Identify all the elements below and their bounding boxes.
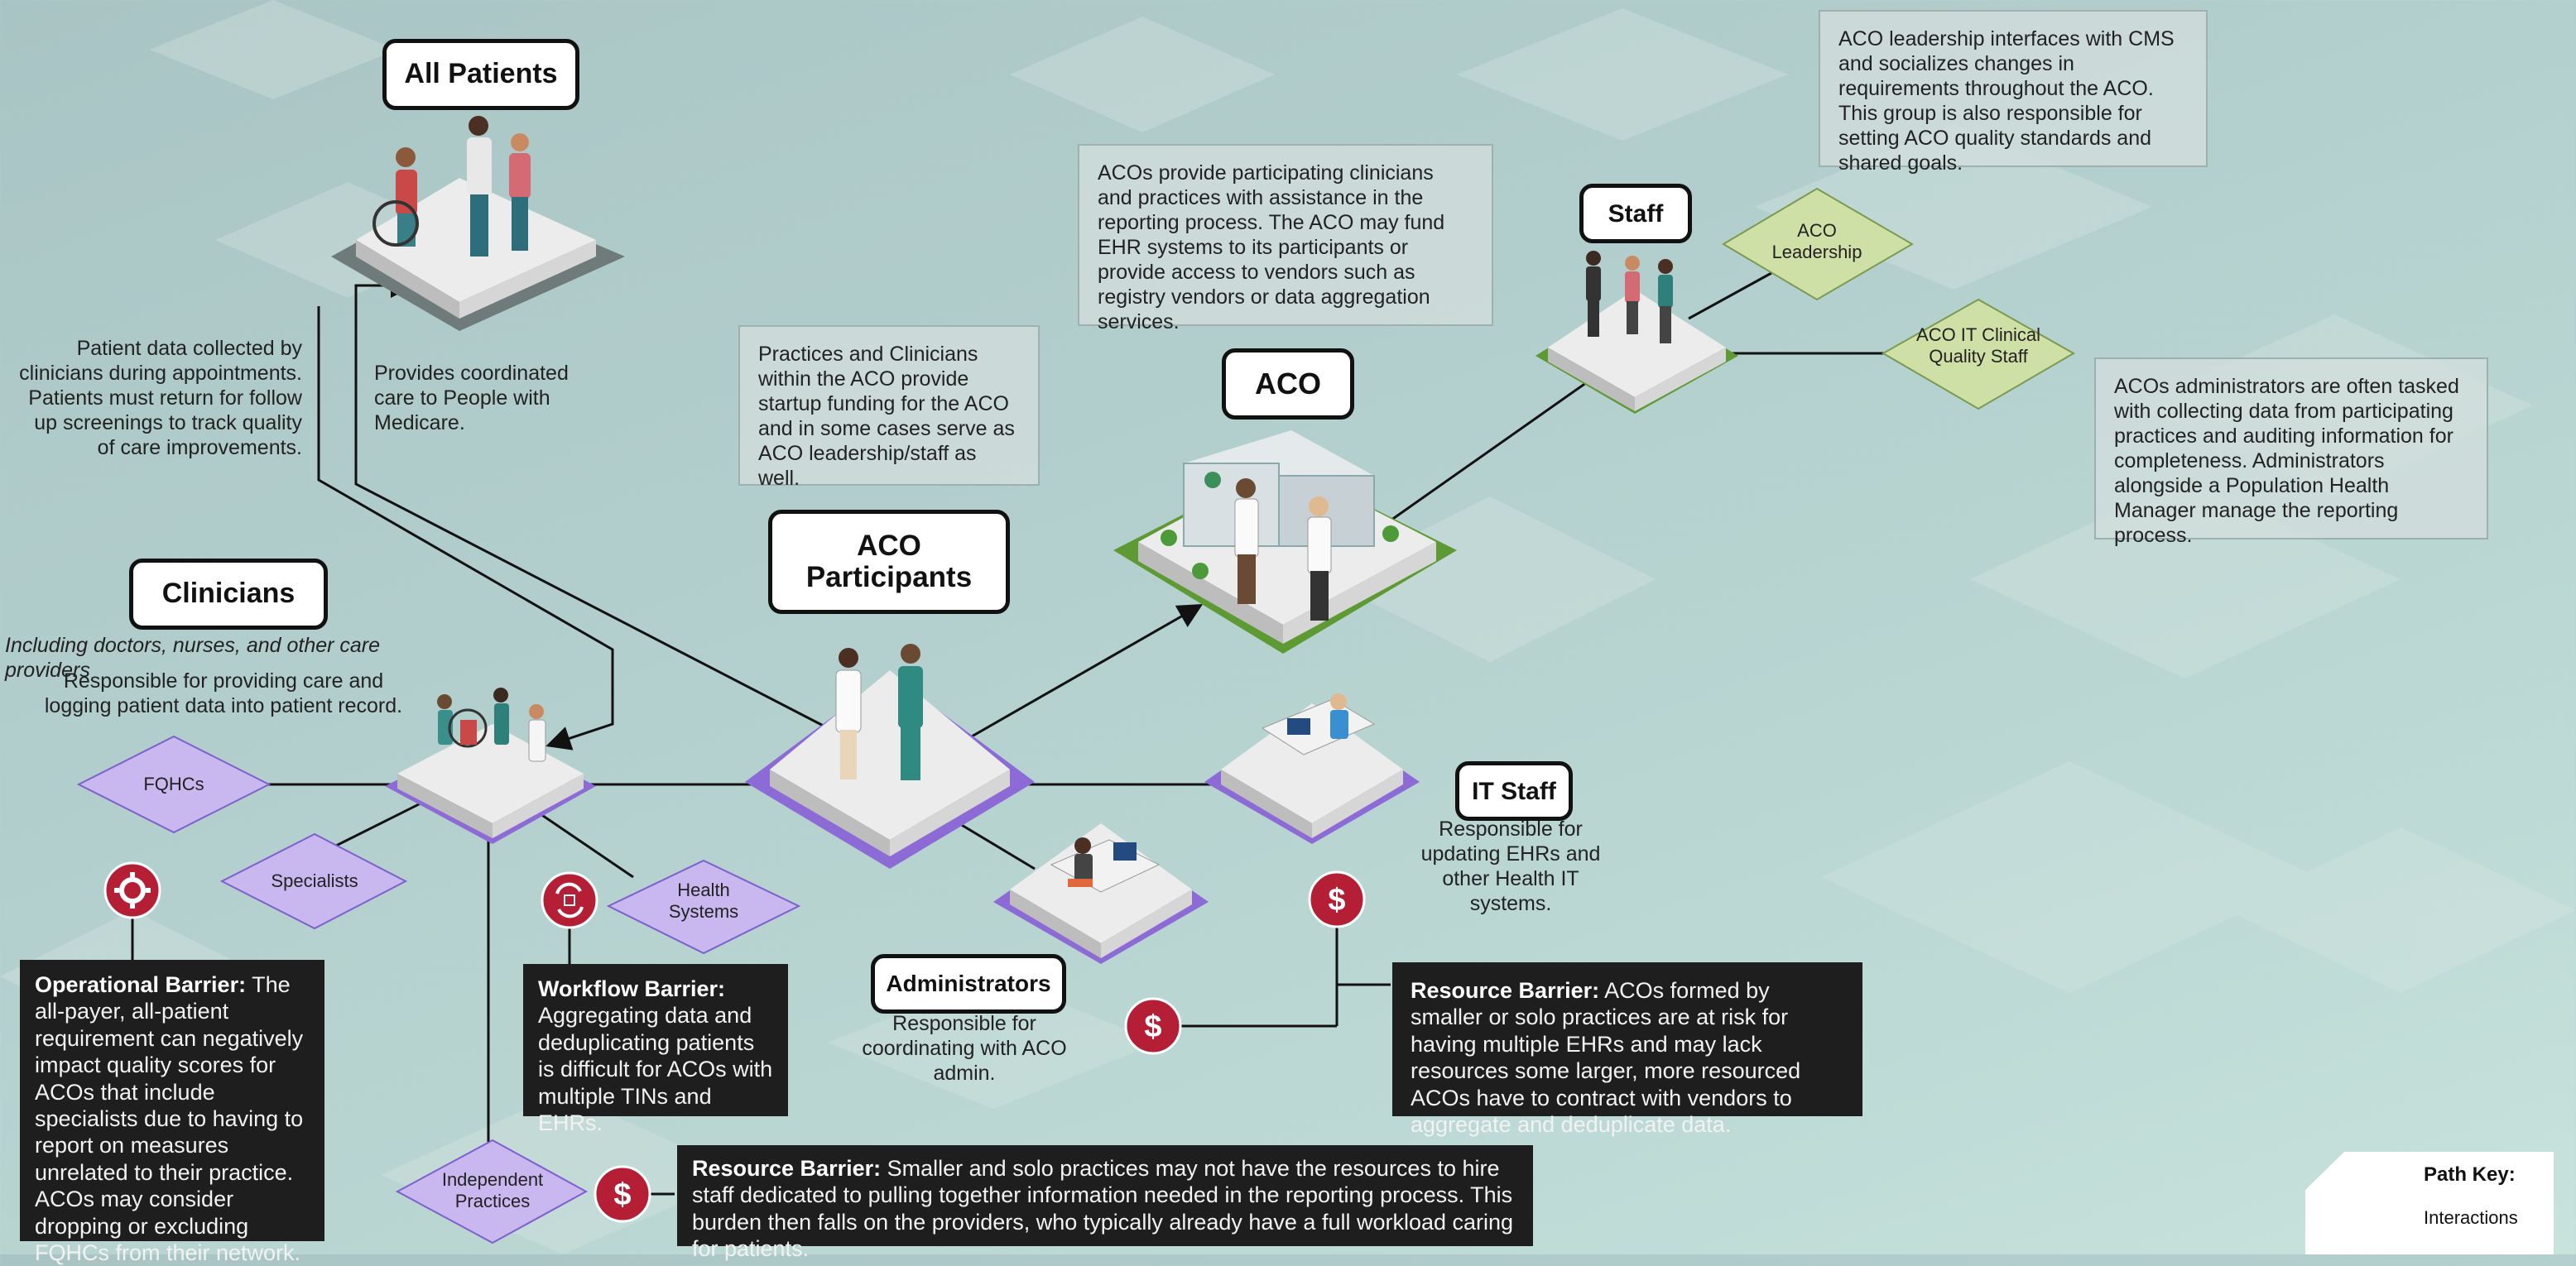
barrier-resource-aco-title: Resource Barrier: (1411, 978, 1600, 1003)
diamond-shapes (76, 735, 801, 1244)
dollar-icon: $ (1308, 870, 1366, 928)
title-aco-participants: ACO Participants (768, 510, 1010, 614)
diamond-health-systems (606, 859, 801, 955)
caption-patient-data: Patient data collected by clinicians dur… (19, 337, 302, 459)
it-staff-desk (1261, 693, 1376, 755)
platform-aco-participants (745, 670, 1035, 869)
caption-clinicians-italic: Including doctors, nurses, and other car… (5, 634, 381, 682)
leadership-diamonds (1722, 187, 2076, 410)
diamond-label-specialists: Specialists (271, 870, 358, 891)
title-staff: Staff (1579, 184, 1692, 243)
barrier-workflow-text: Aggregating data and deduplicating patie… (538, 1003, 773, 1135)
patients-figures (372, 116, 531, 257)
barrier-resource-aco: Resource Barrier: ACOs formed by smaller… (1392, 962, 1862, 1137)
caption-coordinated-care: Provides coordinated care to People with… (374, 362, 569, 434)
title-administrators: Administrators (871, 954, 1066, 1014)
svg-text:$: $ (1328, 883, 1345, 918)
clinicians-figures (437, 688, 546, 762)
line-staff-leadership (1688, 271, 1772, 320)
diamond-label-independent-practices: Independent Practices (441, 1169, 544, 1212)
diamond-independent-practices (395, 1139, 589, 1244)
line-participants-admin (951, 818, 1036, 870)
arrow-participants-aco (959, 604, 1204, 745)
legend-interactions-label: Interactions (2424, 1207, 2518, 1228)
line-health-systems-clinicians (529, 805, 634, 879)
platform-it-staff (1204, 703, 1420, 844)
diamond-label-fqhcs: FQHCs (143, 774, 204, 794)
platform-staff (1536, 290, 1738, 414)
barrier-workflow: Workflow Barrier: Aggregating data and d… (523, 964, 788, 1135)
info-practices: Practices and Clinicians within the ACO … (738, 325, 1040, 490)
barrier-operational-text: The all-payer, all-patient requirement c… (35, 972, 304, 1265)
administrators-desk (1050, 837, 1161, 893)
platform-clinicians (385, 724, 596, 844)
diamond-specialists (219, 832, 408, 930)
legend-background (2305, 1152, 2554, 1254)
line-aco-staff (1365, 379, 1590, 539)
legend-title: Path Key: (2424, 1163, 2516, 1186)
dollar-icon: $ (1124, 997, 1182, 1055)
dollar-icon: $ (594, 1165, 651, 1223)
aco-building (1161, 430, 1399, 621)
barrier-resource-aco-text: ACOs formed by smaller or solo practices… (1411, 978, 1801, 1137)
diamond-label-aco-it: ACO IT Clinical Quality Staff (1916, 324, 2040, 367)
caption-clinicians-role: Responsible for providing care and loggi… (44, 669, 403, 717)
title-all-patients: All Patients (382, 39, 579, 110)
cycle-arrows-icon (541, 871, 598, 929)
diamond-label-aco-leadership: ACO Leadership (1771, 220, 1862, 263)
diamond-fqhcs (76, 735, 272, 834)
title-aco: ACO (1222, 348, 1354, 420)
barrier-resource-practices: Resource Barrier: Smaller and solo pract… (677, 1145, 1533, 1261)
info-leadership: ACO leadership interfaces with CMS and s… (1819, 10, 2208, 175)
diamond-label-health-systems: Health Systems (668, 880, 739, 923)
title-it-staff: IT Staff (1455, 761, 1573, 821)
barrier-resource-practices-text: Smaller and solo practices may not have … (692, 1156, 1514, 1262)
info-aco-assist: ACOs provide participating clinicians an… (1078, 144, 1493, 333)
caption-it-staff-role: Responsible for updating EHRs and other … (1420, 818, 1601, 915)
caption-administrators-role: Responsible for coordinating with ACO ad… (862, 1012, 1067, 1085)
barrier-operational-title: Operational Barrier: (35, 972, 247, 997)
svg-text:$: $ (1144, 1009, 1161, 1044)
title-clinicians: Clinicians (129, 559, 328, 630)
arrow-patients-clinicians (317, 306, 614, 750)
info-administrators: ACOs administrators are often tasked wit… (2094, 357, 2488, 547)
participants-figures (835, 644, 923, 780)
barrier-workflow-title: Workflow Barrier: (538, 976, 726, 1001)
barrier-operational: Operational Barrier: The all-payer, all-… (20, 960, 324, 1265)
svg-text:$: $ (613, 1177, 631, 1212)
barrier-resource-practices-title: Resource Barrier: (692, 1156, 882, 1181)
staff-figures (1586, 251, 1673, 343)
diamond-aco-it (1881, 298, 2076, 410)
gear-icon (103, 861, 161, 919)
diamond-aco-leadership (1722, 187, 1914, 301)
